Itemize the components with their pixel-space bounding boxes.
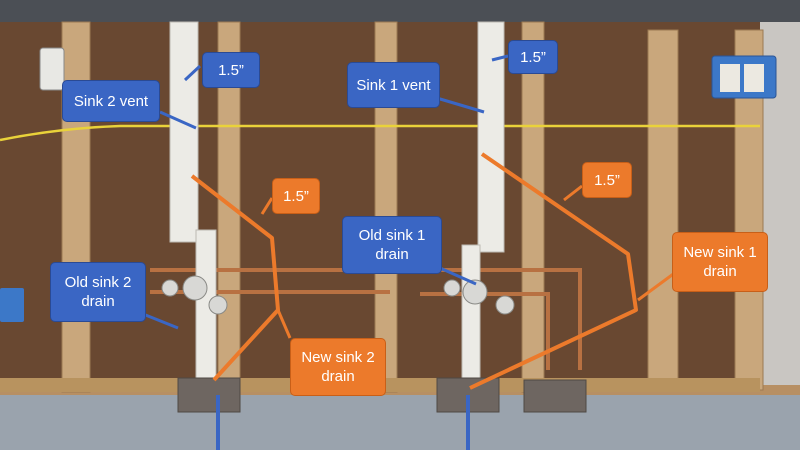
ceiling [0, 0, 800, 22]
sink2-vent-size-label: 1.5” [202, 52, 260, 88]
callout-pointers-orange [260, 184, 677, 339]
sink2-vent-label: Sink 2 vent [62, 80, 160, 122]
sink1-vent-label: Sink 1 vent [347, 62, 440, 108]
drain-lines [216, 395, 470, 450]
old-sink1-drain-label: Old sink 1 drain [342, 216, 442, 274]
valves [161, 275, 515, 315]
new-sink1-drain-label: New sink 1 drain [672, 232, 768, 292]
sink1-vent-size-label: 1.5” [508, 40, 558, 74]
blue-box-left [0, 288, 24, 322]
old-sink2-drain-label: Old sink 2 drain [50, 262, 146, 322]
yellow-wire [0, 124, 760, 142]
new-sink2-drain-label: New sink 2 drain [290, 338, 386, 396]
wall-studs [61, 21, 764, 393]
new-sink1-size-label: 1.5” [582, 162, 632, 198]
new-drain-routes [190, 152, 638, 390]
outlet-left [39, 47, 65, 91]
floor [0, 392, 800, 450]
new-sink2-size-label: 1.5” [272, 178, 320, 214]
